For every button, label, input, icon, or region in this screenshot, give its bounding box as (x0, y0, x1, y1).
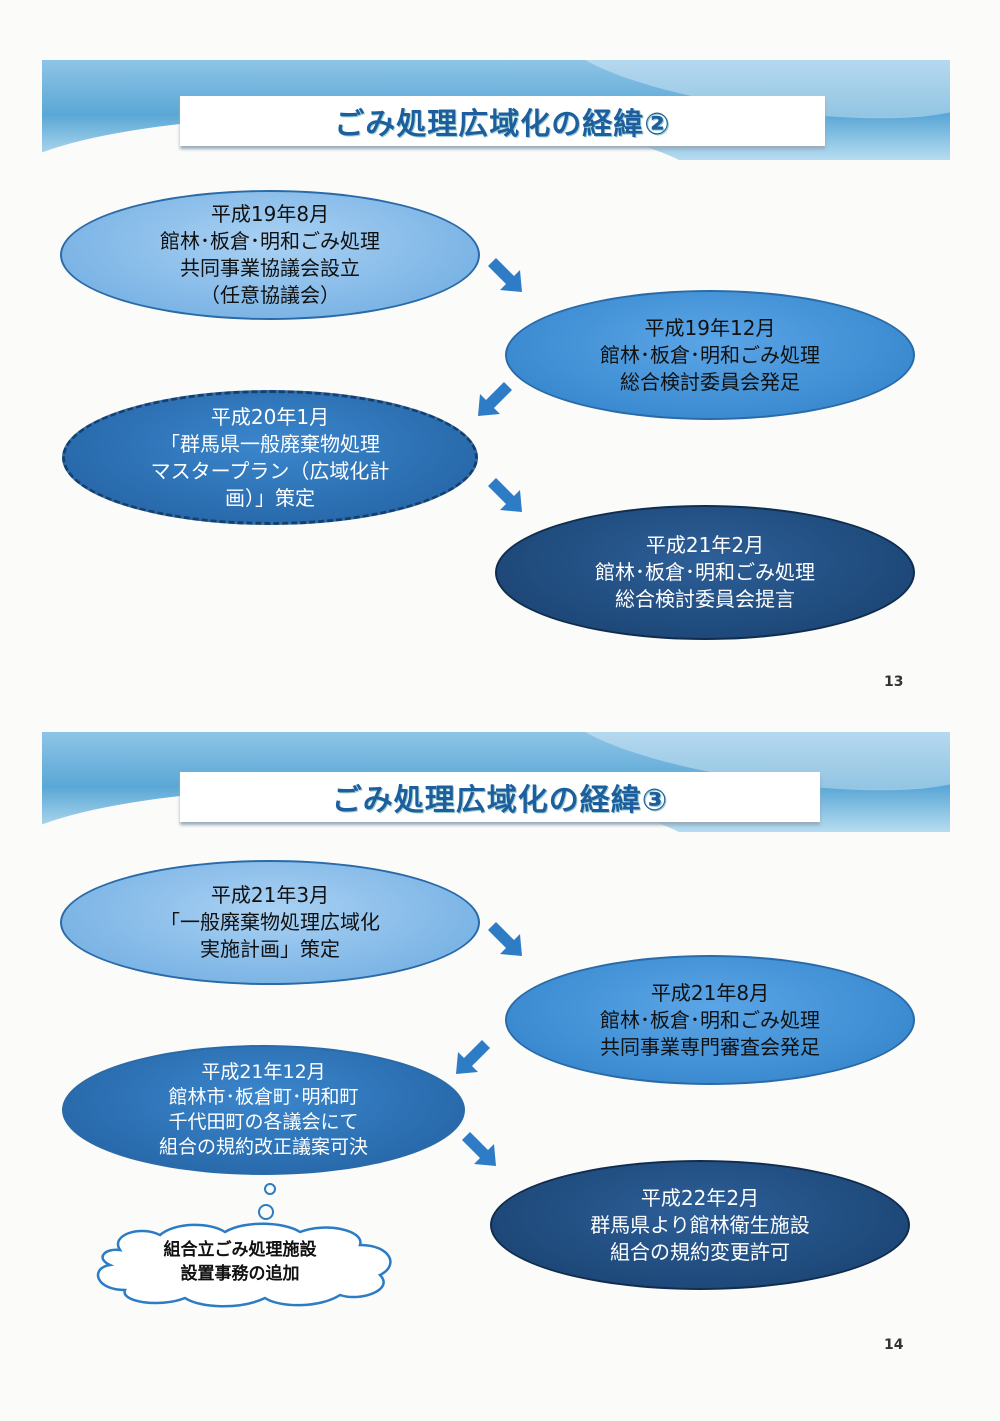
step-text: 総合検討委員会提言 (615, 587, 795, 611)
step-text: 館林市･板倉町･明和町 (168, 1086, 359, 1108)
step-text: 総合検討委員会発足 (620, 369, 800, 394)
step-ellipse: 平成21年2月 館林･板倉･明和ごみ処理 総合検討委員会提言 (495, 505, 915, 640)
slide-title-box: ごみ処理広域化の経緯② (180, 96, 825, 146)
thought-cloud-icon (96, 1183, 392, 1308)
slide-title: ごみ処理広域化の経緯③ (331, 783, 669, 818)
arrow-down-left-icon (478, 382, 512, 416)
arrow-down-right-icon (488, 258, 522, 292)
arrow-down-right-icon (488, 922, 522, 956)
step-text: 「一般廃棄物処理広域化 (160, 910, 380, 934)
step-text: 実施計画」策定 (200, 937, 340, 961)
step-text: 共同事業専門審査会発足 (600, 1034, 820, 1059)
arrow-down-left-icon (456, 1040, 490, 1074)
step-text: 画）」策定 (225, 485, 315, 510)
step-text: 館林･板倉･明和ごみ処理 (595, 560, 815, 584)
step-ellipse: 平成21年8月 館林･板倉･明和ごみ処理 共同事業専門審査会発足 (505, 955, 915, 1085)
arrow-down-right-icon (462, 1132, 496, 1166)
step-ellipse: 平成20年1月 「群馬県一般廃棄物処理 マスタープラン（広域化計 画）」策定 (62, 390, 478, 525)
step-date: 平成19年8月 (210, 202, 330, 226)
step-text: 組合の規約変更許可 (610, 1239, 790, 1264)
step-date: 平成19年12月 (644, 315, 776, 340)
step-text: 「群馬県一般廃棄物処理 (160, 431, 380, 456)
note-text: 設置事務の追加 (180, 1264, 300, 1284)
slide-title-box: ごみ処理広域化の経緯③ (180, 772, 820, 822)
arrow-down-right-icon (488, 478, 522, 512)
step-date: 平成20年1月 (210, 404, 330, 429)
slide-title: ごみ処理広域化の経緯② (334, 107, 671, 142)
cloud-note: 組合立ごみ処理施設 設置事務の追加 (90, 1238, 390, 1286)
step-text: （任意協議会） (200, 283, 340, 307)
step-ellipse: 平成21年12月 館林市･板倉町･明和町 千代田町の各議会にて 組合の規約改正議… (62, 1045, 465, 1175)
step-text: 館林･板倉･明和ごみ処理 (160, 229, 380, 253)
step-text: 組合の規約改正議案可決 (158, 1136, 368, 1158)
step-date: 平成21年12月 (201, 1061, 326, 1083)
step-text: 共同事業協議会設立 (180, 256, 360, 280)
step-text: 群馬県より館林衛生施設 (590, 1212, 810, 1237)
step-ellipse: 平成21年3月 「一般廃棄物処理広域化 実施計画」策定 (60, 860, 480, 985)
step-text: 館林･板倉･明和ごみ処理 (600, 1007, 820, 1032)
step-date: 平成21年8月 (650, 980, 770, 1005)
step-ellipse: 平成19年12月 館林･板倉･明和ごみ処理 総合検討委員会発足 (505, 290, 915, 420)
page-number: 13 (884, 674, 904, 690)
step-date: 平成21年2月 (645, 533, 765, 557)
step-date: 平成21年3月 (210, 883, 330, 907)
step-text: 館林･板倉･明和ごみ処理 (600, 342, 820, 367)
step-date: 平成22年2月 (640, 1185, 760, 1210)
page-number: 14 (884, 1337, 904, 1353)
step-ellipse: 平成22年2月 群馬県より館林衛生施設 組合の規約変更許可 (490, 1160, 910, 1290)
step-text: 千代田町の各議会にて (168, 1111, 359, 1133)
step-ellipse: 平成19年8月 館林･板倉･明和ごみ処理 共同事業協議会設立 （任意協議会） (60, 190, 480, 320)
step-text: マスタープラン（広域化計 (150, 458, 390, 483)
note-text: 組合立ごみ処理施設 (163, 1240, 317, 1260)
